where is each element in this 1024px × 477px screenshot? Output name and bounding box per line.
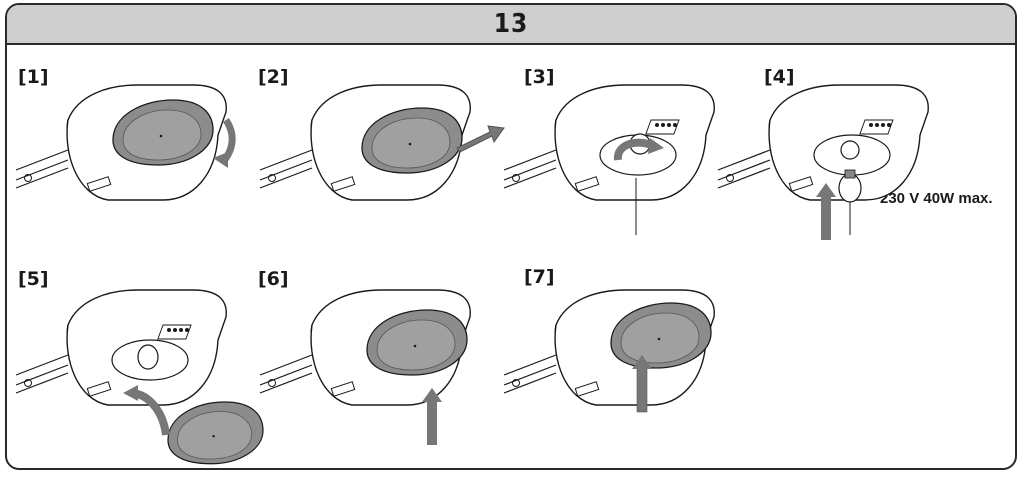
step-label-4: [4] — [764, 66, 795, 88]
instruction-panel: 13 — [5, 3, 1017, 470]
step-7-illustration — [503, 289, 715, 413]
step-label-1: [1] — [18, 66, 49, 88]
step-4-illustration — [717, 84, 929, 240]
panel-header: 13 — [7, 5, 1015, 45]
step-5-illustration — [15, 289, 264, 465]
step-6-illustration — [259, 289, 471, 445]
step-label-2: [2] — [258, 66, 289, 88]
step-2-illustration — [259, 84, 505, 201]
step-3-illustration — [503, 84, 715, 235]
bulb-rating-note: 230 V 40W max. — [880, 190, 993, 207]
step-label-6: [6] — [258, 268, 289, 290]
step-label-5: [5] — [18, 268, 49, 290]
step-1-illustration — [15, 84, 236, 201]
step-number-title: 13 — [493, 9, 529, 39]
step-label-3: [3] — [524, 66, 555, 88]
step-label-7: [7] — [524, 266, 555, 288]
